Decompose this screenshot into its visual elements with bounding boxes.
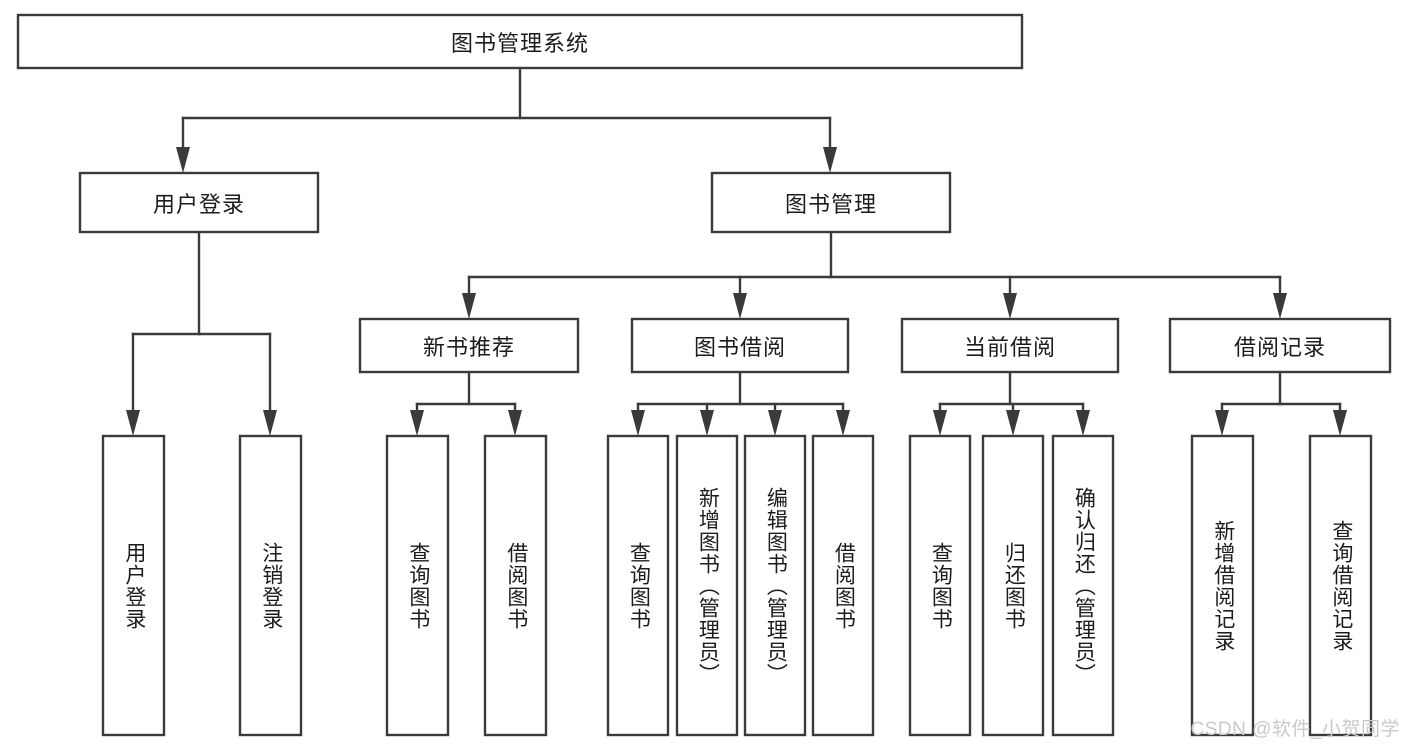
node-add-borrow-record-box[interactable] [1190,434,1255,737]
arrow-head-icon [1076,410,1090,436]
node-book-borrow-box[interactable] [630,317,850,374]
node-query-book-nb-box[interactable] [385,434,450,737]
arrow-head-icon [1333,410,1347,436]
node-new-book-recommend-box[interactable] [358,317,580,374]
node-borrow-record-box[interactable] [1168,317,1392,374]
node-add-book-admin-box[interactable] [675,434,739,737]
node-user-login-box[interactable] [78,171,320,234]
arrow-head-icon [1273,293,1287,319]
arrow-head-icon [823,147,837,173]
arrow-head-icon [1006,410,1020,436]
node-root-box[interactable] [16,13,1024,70]
node-boxes [16,13,1392,737]
node-query-book-cb-box[interactable] [908,434,972,737]
arrow-head-icon [176,147,190,173]
arrow-head-icon [126,410,140,436]
arrow-head-icon [933,410,947,436]
node-borrow-book-bb-box[interactable] [811,434,875,737]
arrow-head-icon [508,410,522,436]
arrow-head-icon [410,410,424,436]
arrow-head-icon [462,293,476,319]
node-borrow-book-nb-box[interactable] [483,434,548,737]
arrow-head-icon [700,410,714,436]
node-current-borrow-box[interactable] [900,317,1120,374]
node-confirm-return-admin-box[interactable] [1051,434,1115,737]
arrow-head-icon [733,293,747,319]
node-query-borrow-record-box[interactable] [1308,434,1373,737]
arrow-head-icon [1215,410,1229,436]
arrow-head-icon [263,410,277,436]
node-edit-book-admin-box[interactable] [743,434,807,737]
node-query-book-bb-box[interactable] [606,434,670,737]
arrow-heads [126,147,1347,436]
watermark-credit: CSDN @软件_小贺同学 [1190,719,1400,740]
node-user-login-do-box[interactable] [101,434,166,737]
arrow-head-icon [768,410,782,436]
arrow-head-icon [1003,293,1017,319]
arrow-head-icon [836,410,850,436]
node-user-logout-box[interactable] [238,434,303,737]
arrow-head-icon [631,410,645,436]
node-book-management-box[interactable] [710,171,952,234]
node-return-book-box[interactable] [981,434,1045,737]
